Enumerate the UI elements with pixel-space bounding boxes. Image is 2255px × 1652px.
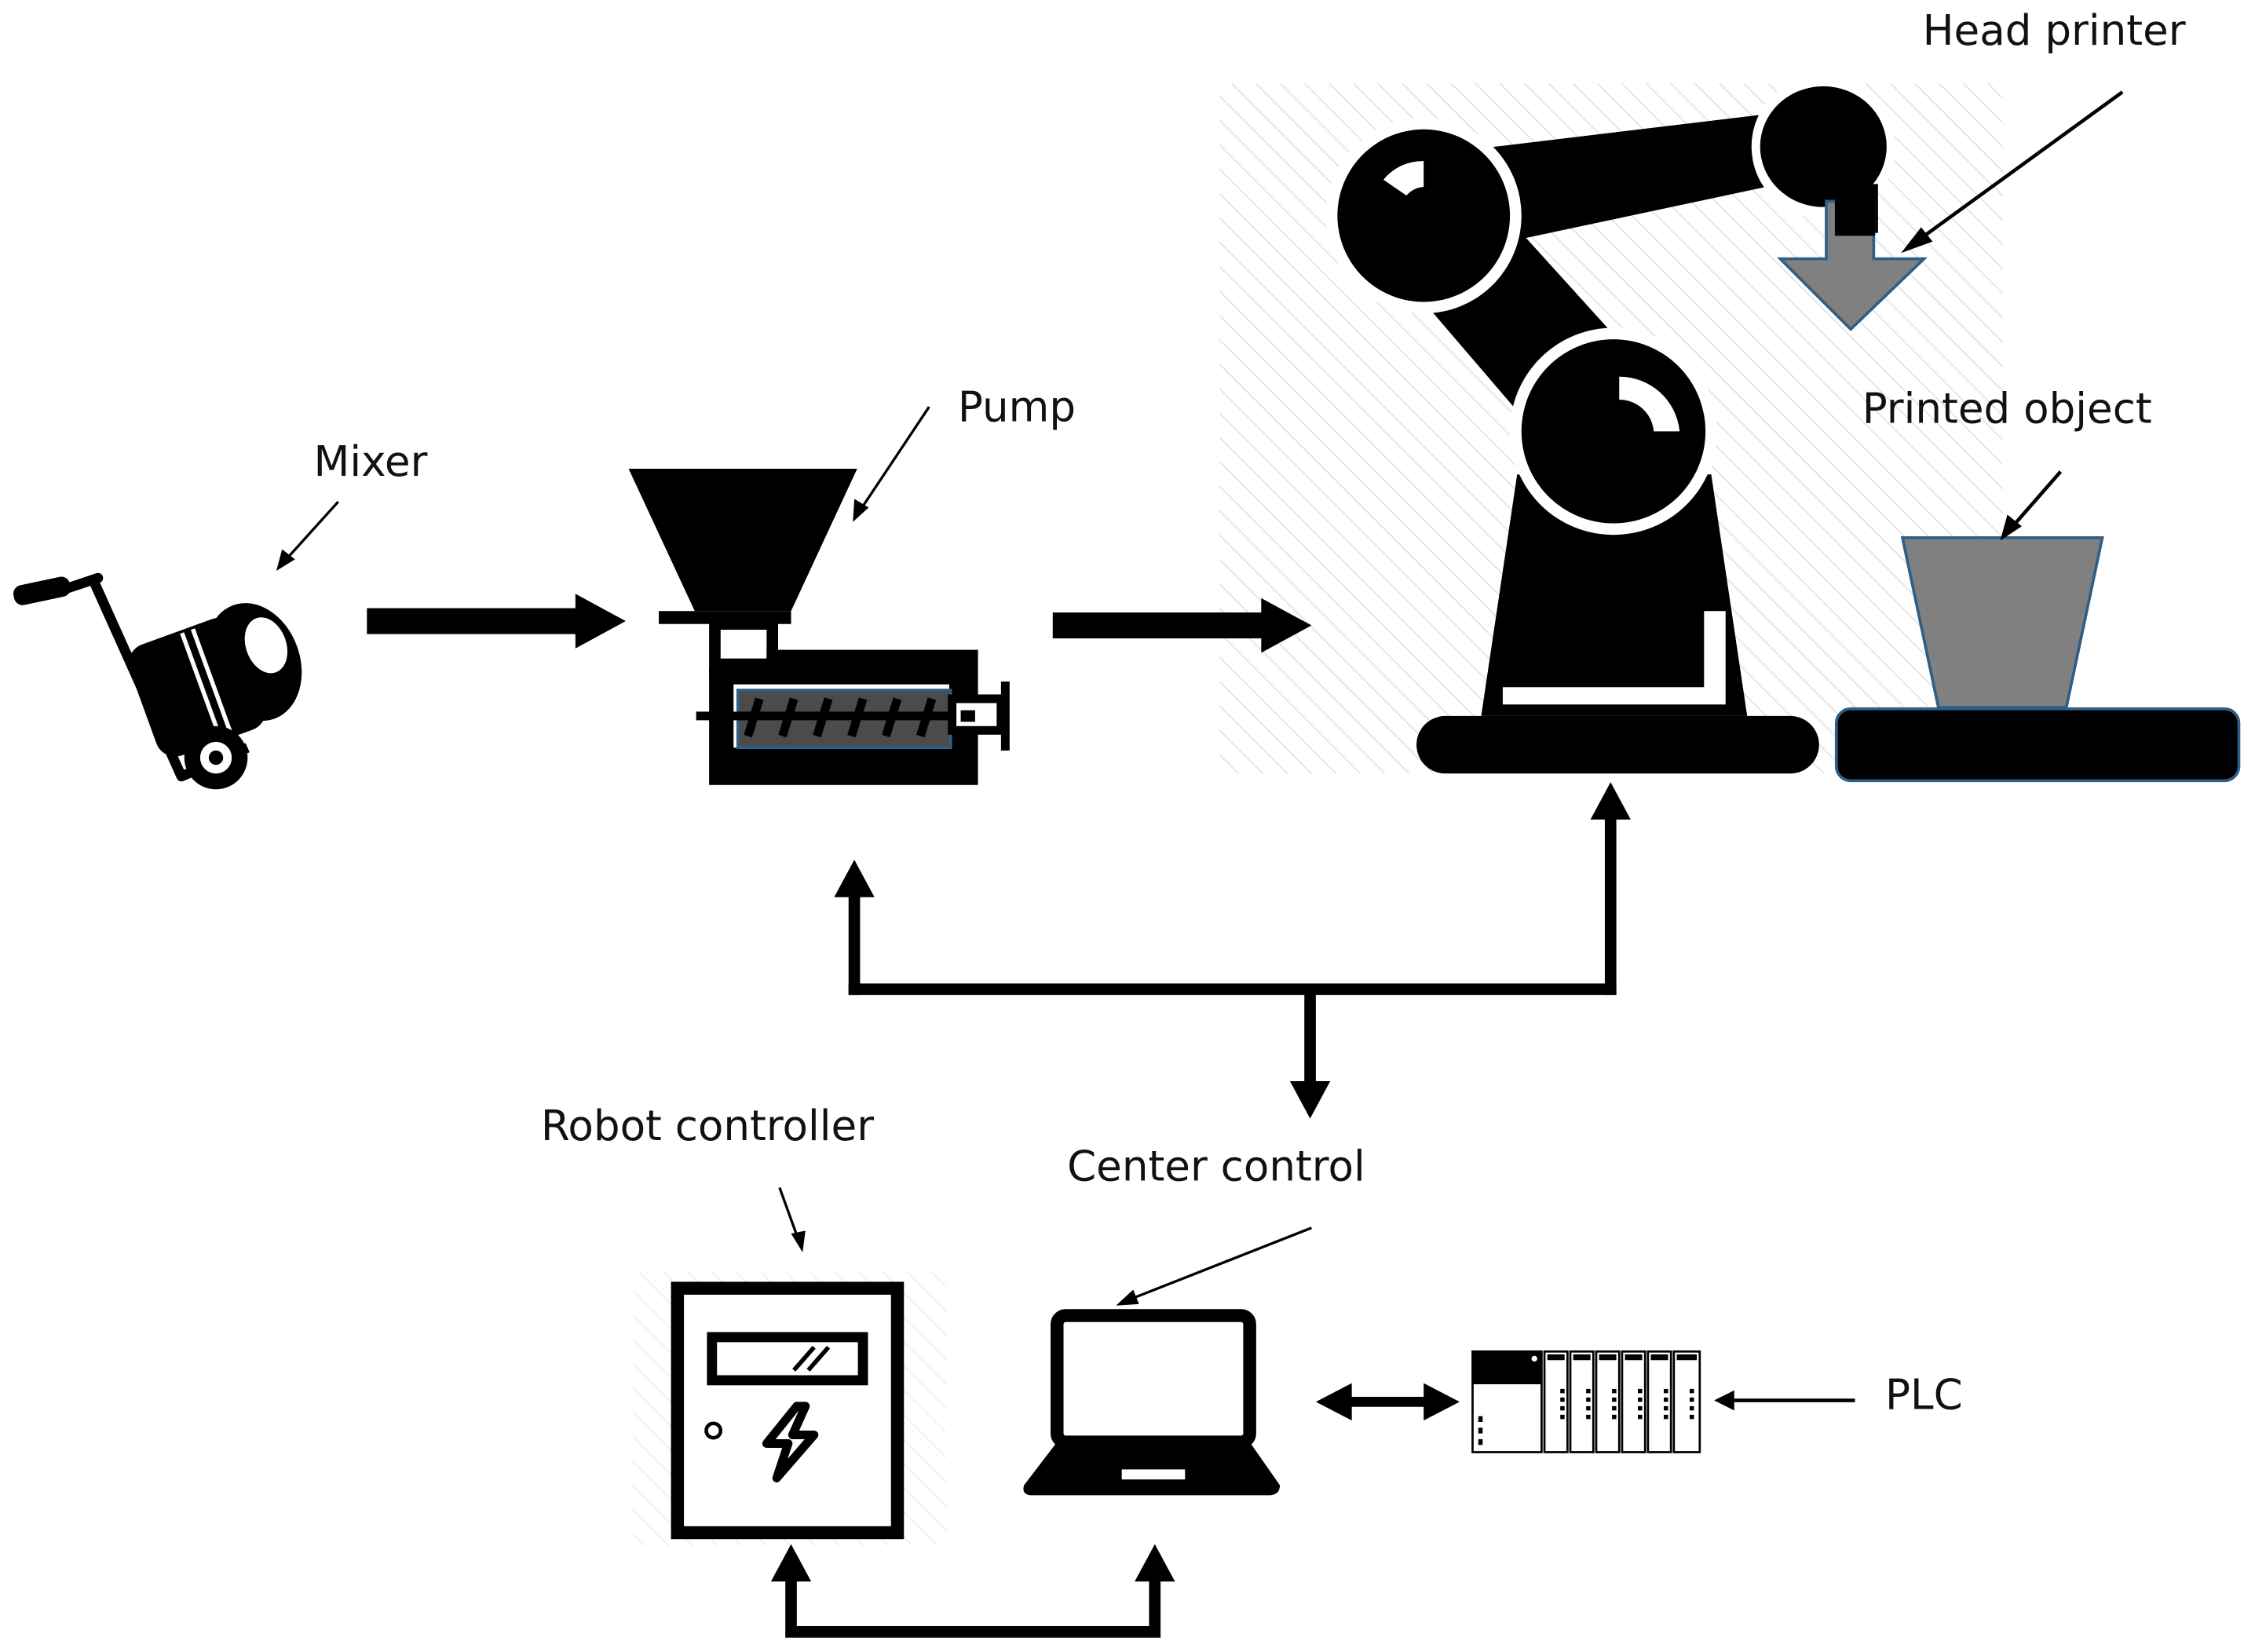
mixer-icon (13, 572, 302, 790)
plc-label: PLC (1885, 1371, 1963, 1420)
control-network-connector (834, 782, 1631, 1119)
callout-leaders (276, 90, 2124, 1411)
mixer-label: Mixer (314, 437, 428, 486)
print-bed (1834, 707, 2241, 783)
head-printer-nozzle (1776, 198, 1928, 331)
laptop-icon (1023, 1309, 1281, 1496)
laptop-plc-link-arrow (1315, 1383, 1460, 1421)
head-printer-label: Head printer (1923, 6, 2186, 55)
plc-icon (1471, 1350, 1701, 1453)
pump-to-robot-arrow (1052, 598, 1312, 653)
robot-controller-icon (671, 1281, 905, 1540)
mixer-to-pump-arrow (367, 594, 626, 649)
pump-label: Pump (958, 383, 1076, 432)
center-control-label: Center control (1067, 1142, 1365, 1190)
robot-controller-label: Robot controller (541, 1102, 874, 1150)
printed-object-icon (1900, 536, 2104, 709)
robot-arm-icon (1325, 75, 1928, 774)
printed-object-label: Printed object (1862, 384, 2152, 433)
controller-laptop-connector (770, 1544, 1175, 1638)
pump-icon (628, 468, 1010, 785)
